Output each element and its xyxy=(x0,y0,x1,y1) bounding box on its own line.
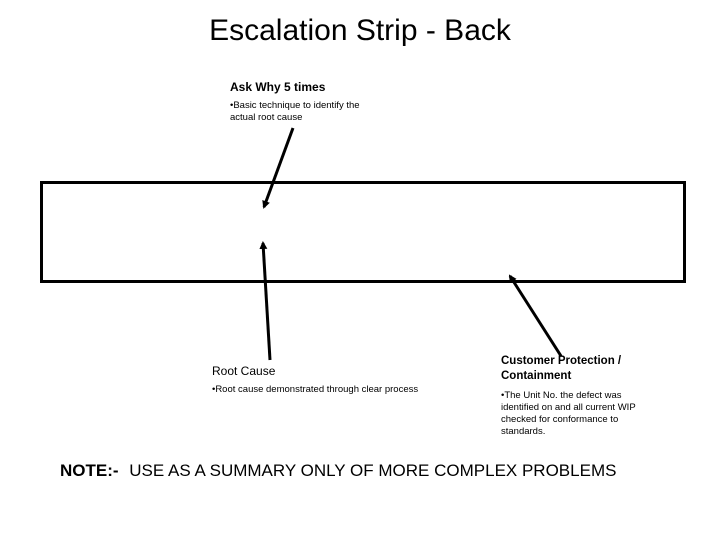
note-text: USE AS A SUMMARY ONLY OF MORE COMPLEX PR… xyxy=(129,461,617,480)
page-title: Escalation Strip - Back xyxy=(209,14,511,47)
note-label: NOTE:- xyxy=(60,461,119,480)
root-cause-heading: Root Cause xyxy=(212,364,276,378)
customer-protection-heading: Customer Protection / Containment xyxy=(501,355,622,382)
escalation-strip-box xyxy=(40,181,686,283)
customer-protection-arrow xyxy=(508,274,563,357)
root-cause-arrow xyxy=(259,241,272,361)
ask-why-arrow xyxy=(262,127,295,209)
ask-why-description: •Basic technique to identify the actual … xyxy=(230,100,360,123)
root-cause-description: •Root cause demonstrated through clear p… xyxy=(212,384,419,395)
summary-note: NOTE:- USE AS A SUMMARY ONLY OF MORE COM… xyxy=(60,461,616,481)
ask-why-heading: Ask Why 5 times xyxy=(230,80,326,94)
customer-protection-description: •The Unit No. the defect was identified … xyxy=(501,390,636,437)
